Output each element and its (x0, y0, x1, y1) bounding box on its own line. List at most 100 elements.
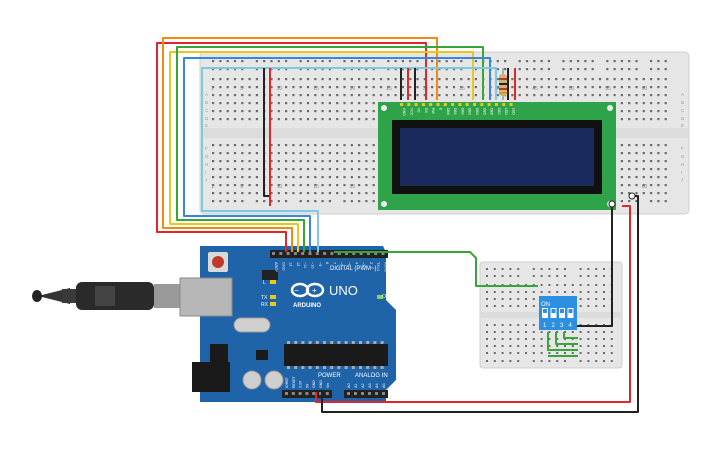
lcd-pin (421, 103, 425, 106)
lcd-pin-label: DB2 (460, 108, 464, 115)
power-pin-label: Vin (326, 383, 330, 388)
lcd-pin-label: RS (424, 108, 428, 114)
column-number: 20 (350, 184, 356, 190)
arduino-uno-board[interactable]: − + UNO ARDUINO DIGITAL (PWM~) POWER ANA… (179, 246, 396, 402)
row-label: D (681, 116, 685, 121)
power-pin-label: GND (312, 380, 316, 388)
digital-header (270, 250, 388, 258)
atmega-chip-icon (284, 341, 388, 369)
wire-black-switch (577, 204, 613, 327)
dip-toggle-knob (543, 309, 547, 313)
digital-pin-label: ~10 (311, 262, 315, 268)
column-number: 40 (496, 86, 502, 92)
rx-led-label: RX (261, 302, 269, 308)
column-number: 10 (277, 86, 283, 92)
power-pin-label: GND (319, 380, 323, 388)
lcd-pin (458, 103, 462, 106)
dip-toggle-number: 3 (560, 323, 564, 329)
row-label: B (681, 100, 684, 105)
lcd-pin-label: E (439, 108, 443, 111)
digital-pin-label: ~3 (362, 262, 366, 266)
lcd-pin (414, 103, 418, 106)
lcd-pin (465, 103, 469, 106)
column-number: 60 (642, 86, 648, 92)
digital-pin-label: 12 (296, 262, 300, 266)
row-label: C (681, 108, 685, 113)
lcd-pin (473, 103, 476, 106)
arduino-infinity-logo-icon: − + (290, 282, 325, 298)
power-jack-icon (192, 362, 230, 392)
digital-pin-label: 4 (354, 262, 358, 264)
lcd-pin (494, 103, 498, 106)
lcd-pin (429, 103, 433, 106)
lcd-pin-label: LED (512, 108, 516, 115)
lcd-screen (400, 128, 594, 186)
lcd-pin-label: GND (402, 108, 406, 116)
on-led-label: ON (382, 294, 390, 300)
capacitor-icon (264, 370, 284, 390)
usb-port (179, 277, 233, 317)
digital-pin-label: 7 (332, 262, 336, 264)
digital-pwm-label: DIGITAL (PWM~) (330, 266, 377, 272)
row-label: G (681, 154, 685, 159)
tx-led-label: TX (261, 295, 268, 301)
usb-cable-icon[interactable] (32, 282, 194, 310)
row-label: A (681, 92, 684, 97)
row-label: B (205, 100, 208, 105)
row-label: C (205, 108, 209, 113)
lcd-pin-label: V0 (417, 108, 421, 112)
wire-green-switch (334, 251, 538, 287)
svg-text:−: − (294, 286, 299, 295)
digital-pin-label: 13 (289, 262, 293, 266)
power-pin-label: 3.3V (299, 380, 303, 388)
row-label: G (205, 154, 209, 159)
lcd-pin-label: DB3 (468, 108, 472, 115)
column-number: 60 (642, 184, 648, 190)
wire-yellow-db4 (169, 51, 474, 252)
lcd-pin (502, 103, 506, 106)
lcd-pin-label: DB6 (490, 108, 494, 115)
column-number: 15 (313, 184, 319, 190)
column-number: 35 (459, 86, 465, 92)
analog-pin-label: A4 (375, 383, 379, 388)
column-number: 50 (569, 86, 575, 92)
digital-pin-label: AREF (274, 262, 278, 273)
row-label: A (205, 92, 208, 97)
row-label: J (681, 177, 683, 182)
digital-pin-label: GND (281, 262, 285, 271)
dip-toggle-knob (551, 309, 556, 313)
row-label: E (681, 123, 684, 128)
resistor-icon[interactable] (499, 68, 507, 100)
analog-in-label: ANALOG IN (355, 373, 388, 379)
wire-blue-db6 (183, 57, 491, 252)
wires (156, 37, 639, 413)
dip-toggle-knob (568, 309, 573, 313)
column-number: 45 (532, 86, 538, 92)
row-label: J (205, 177, 207, 182)
dip-toggle-number: 4 (569, 323, 573, 329)
column-number: 1 (211, 86, 214, 92)
power-label: POWER (318, 373, 341, 379)
analog-pin-label: A0 (347, 383, 351, 388)
row-label: H (681, 162, 684, 167)
lcd-pin-label: DB7 (497, 108, 501, 115)
column-number: 1 (211, 184, 214, 190)
wire-orange-e (162, 37, 438, 252)
digital-pin-label: ~9 (318, 262, 322, 266)
lcd-pin (509, 103, 513, 106)
lcd-pin (487, 103, 491, 106)
lcd-pin (480, 103, 484, 106)
column-number: 5 (240, 86, 243, 92)
row-label: F (205, 146, 208, 151)
dip-toggle-number: 2 (552, 323, 556, 329)
digital-pin-label: 8 (325, 262, 329, 264)
lcd-pin-label: DB4 (475, 108, 479, 115)
row-label: I (205, 170, 206, 175)
column-number: 15 (313, 86, 319, 92)
